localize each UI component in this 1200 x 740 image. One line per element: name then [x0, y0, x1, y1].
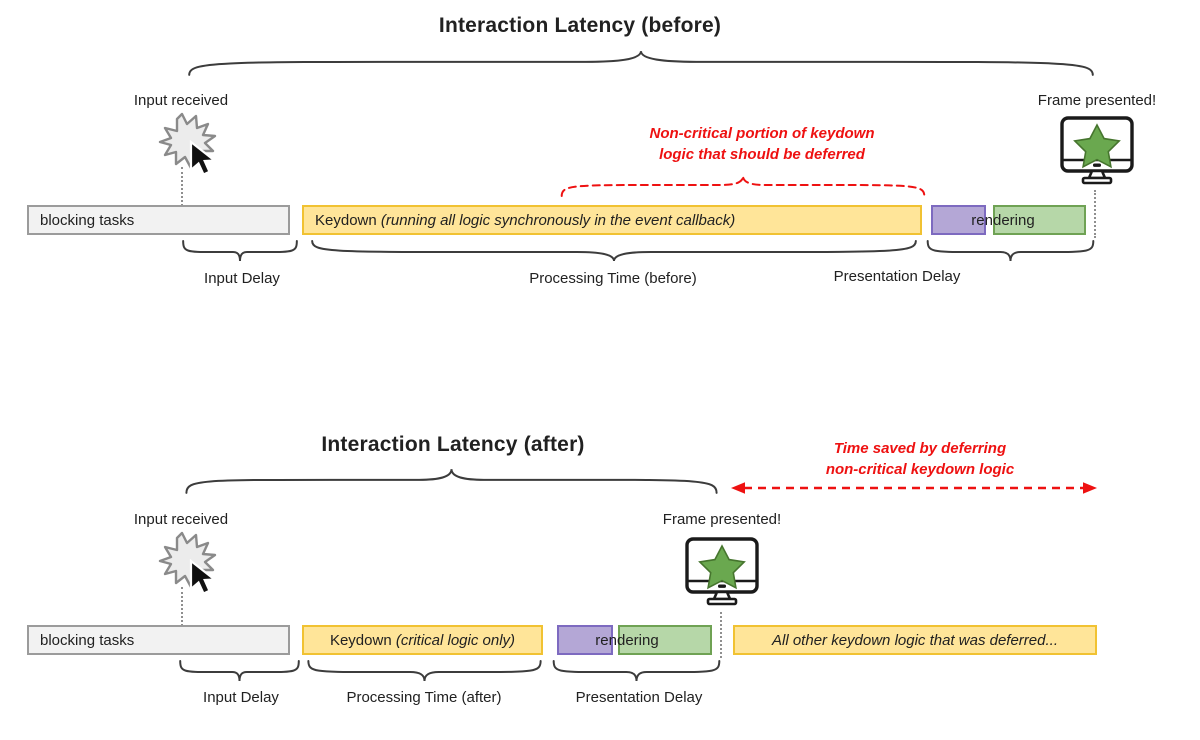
before-bar-paint	[993, 205, 1086, 235]
before-bar-blocking-label: blocking tasks	[40, 211, 135, 229]
before-presentation-delay-label: Presentation Delay	[833, 268, 961, 285]
after-input-delay-label: Input Delay	[203, 689, 279, 706]
monitor-icon	[685, 537, 759, 606]
cursor-icon	[189, 139, 218, 176]
after-bar-blocking-tasks: blocking tasks	[27, 625, 290, 655]
after-keydown-prefix: Keydown	[329, 631, 396, 649]
before-bar-keydown: Keydown (running all logic synchronously…	[302, 205, 922, 235]
before-input-received-label: Input received	[133, 92, 229, 109]
before-input-dotted-line	[181, 167, 183, 206]
before-frame-dotted-line	[1094, 190, 1096, 238]
monitor-icon	[1060, 116, 1134, 185]
after-bar-deferred: All other keydown logic that was deferre…	[733, 625, 1097, 655]
before-deferred-note: Non-critical portion of keydown logic th…	[562, 123, 962, 165]
after-bar-style-layout	[557, 625, 613, 655]
before-presentation-brace	[926, 240, 1095, 262]
before-input-delay-label: Input Delay	[204, 270, 280, 287]
star-icon	[698, 544, 746, 590]
after-input-dotted-line	[181, 587, 183, 626]
click-burst-icon	[158, 531, 218, 595]
after-bar-paint	[618, 625, 712, 655]
star-icon	[1073, 123, 1121, 169]
after-frame-presented-label: Frame presented!	[662, 511, 782, 528]
before-keydown-italic: (running all logic synchronously in the …	[380, 211, 736, 229]
before-keydown-prefix: Keydown	[315, 211, 381, 229]
after-title: Interaction Latency (after)	[321, 433, 585, 456]
after-bar-keydown-label: Keydown (critical logic only)	[330, 632, 515, 649]
after-presentation-delay-label: Presentation Delay	[575, 689, 703, 706]
after-input-delay-brace	[179, 660, 300, 682]
before-deferred-brace	[558, 175, 928, 197]
before-bar-blocking-tasks: blocking tasks	[27, 205, 290, 235]
after-processing-time-label: Processing Time (after)	[346, 689, 502, 706]
after-input-received-label: Input received	[133, 511, 229, 528]
after-bar-keydown: Keydown (critical logic only)	[302, 625, 543, 655]
before-bar-keydown-label: Keydown (running all logic synchronously…	[304, 212, 735, 229]
after-processing-brace	[306, 660, 543, 682]
before-frame-presented-label: Frame presented!	[1037, 92, 1157, 109]
after-keydown-italic: (critical logic only)	[395, 631, 516, 649]
before-rendering-label: rendering	[971, 212, 1035, 229]
after-bar-deferred-label: All other keydown logic that was deferre…	[772, 631, 1058, 649]
time-saved-arrow	[731, 482, 1097, 494]
before-deferred-note-line2: logic that should be deferred	[659, 146, 865, 163]
before-processing-brace	[306, 240, 922, 262]
time-saved-note: Time saved by deferring non-critical key…	[740, 438, 1100, 480]
before-bar-style-layout	[931, 205, 986, 235]
time-saved-line2: non-critical keydown logic	[825, 461, 1015, 478]
after-bar-blocking-label: blocking tasks	[40, 631, 135, 649]
before-deferred-note-line1: Non-critical portion of keydown	[649, 125, 875, 142]
after-span-brace	[181, 468, 722, 494]
after-frame-dotted-line	[720, 612, 722, 658]
cursor-icon	[189, 558, 218, 595]
click-burst-icon	[158, 112, 218, 176]
after-rendering-label: rendering	[595, 632, 659, 649]
time-saved-line1: Time saved by deferring	[833, 440, 1007, 457]
before-title: Interaction Latency (before)	[438, 14, 722, 37]
before-input-delay-brace	[182, 240, 298, 262]
before-processing-time-label: Processing Time (before)	[529, 270, 697, 287]
after-presentation-brace	[552, 660, 721, 682]
before-span-brace	[180, 50, 1102, 76]
